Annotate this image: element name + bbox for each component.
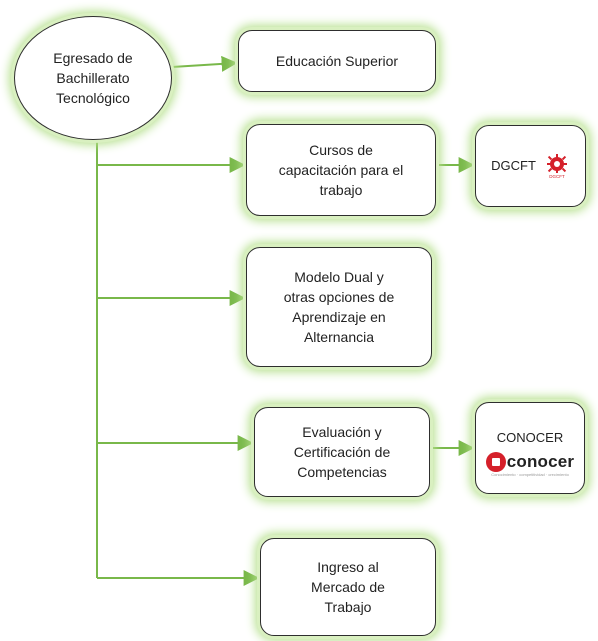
node-label-line: Aprendizaje en (292, 309, 386, 325)
node-evaluacion-certificacion: Evaluación y Certificación de Competenci… (254, 407, 430, 497)
node-label-line: Alternancia (303, 329, 375, 345)
root-label: Egresado de Bachillerato Tecnológico (53, 48, 132, 108)
node-ingreso-mercado: Ingreso al Mercado de Trabajo (260, 538, 436, 636)
node-label-line: Educación Superior (275, 53, 399, 69)
node-label-line: Ingreso al (317, 559, 379, 575)
conocer-mark-icon (485, 451, 506, 472)
node-label-line: Evaluación y (302, 424, 382, 440)
node-cursos-capacitacion: Cursos de capacitación para el trabajo (246, 124, 436, 216)
node-label: Ingreso al Mercado de Trabajo (311, 557, 385, 617)
node-modelo-dual: Modelo Dual y otras opciones de Aprendiz… (246, 247, 432, 367)
dgcft-label: DGCFT (491, 158, 536, 173)
conocer-logo-icon: conocer (485, 451, 575, 472)
node-label: Evaluación y Certificación de Competenci… (294, 422, 391, 482)
root-label-line: Tecnológico (56, 90, 130, 106)
root-label-line: Bachillerato (56, 70, 130, 86)
node-label-line: Cursos de (309, 142, 373, 158)
connector-root-educacion (171, 55, 238, 72)
node-label-line: Modelo Dual y (294, 269, 384, 285)
node-label-line: capacitación para el (278, 162, 404, 178)
node-dgcft: DGCFT DGCFT (475, 125, 586, 207)
node-label-line: trabajo (319, 182, 363, 198)
node-conocer: CONOCER conocer Conocimiento · competiti… (475, 402, 585, 494)
dgcft-logo-text: DGCFT (549, 174, 565, 179)
conocer-logo-tagline: Conocimiento · competitividad · crecimie… (491, 471, 569, 477)
dgcft-gear-logo-icon: DGCFT (546, 154, 567, 179)
node-label: Cursos de capacitación para el trabajo (279, 140, 404, 200)
conocer-logo-word: conocer (506, 451, 575, 471)
node-label-line: Competencias (297, 464, 387, 480)
root-node-egresado: Egresado de Bachillerato Tecnológico (14, 16, 172, 140)
node-educacion-superior: Educación Superior (238, 30, 436, 92)
node-label-line: Certificación de (293, 444, 391, 460)
node-label-line: otras opciones de (283, 289, 395, 305)
dgcft-row: DGCFT DGCFT (491, 153, 570, 179)
node-label-line: Trabajo (324, 599, 372, 615)
node-label: Modelo Dual y otras opciones de Aprendiz… (284, 267, 395, 347)
conocer-label: CONOCER (496, 429, 564, 445)
root-label-line: Egresado de (53, 50, 133, 66)
node-label-line: Mercado de (311, 579, 385, 595)
